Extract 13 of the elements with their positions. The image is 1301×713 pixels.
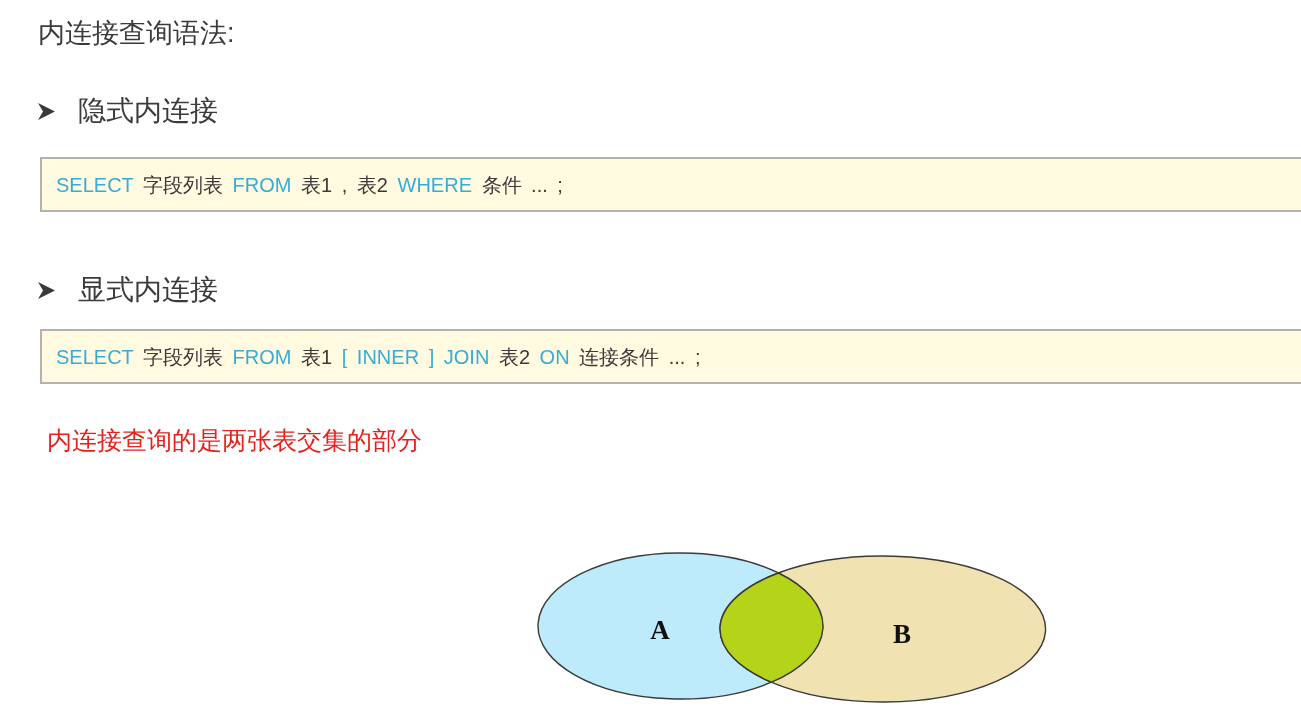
title: 内连接查询语法:: [38, 17, 235, 50]
sql-statement: SELECT 字段列表 FROM 表1 [ INNER ] JOIN 表2 ON 连接条件 ... ;: [56, 344, 701, 370]
section-heading: 显式内连接: [78, 273, 218, 307]
sql-statement: SELECT 字段列表 FROM 表1 , 表2 WHERE 条件 ... ;: [56, 172, 563, 198]
section-heading: 隐式内连接: [78, 94, 218, 128]
intersection-region: [719, 572, 824, 684]
set-region: [770, 555, 1047, 703]
code-block: [40, 157, 1301, 212]
note-text: 内连接查询的是两张表交集的部分: [47, 425, 422, 456]
set-label: A: [650, 616, 670, 644]
set-region: [537, 552, 780, 700]
code-block: [40, 329, 1301, 384]
set-label: B: [893, 620, 911, 648]
